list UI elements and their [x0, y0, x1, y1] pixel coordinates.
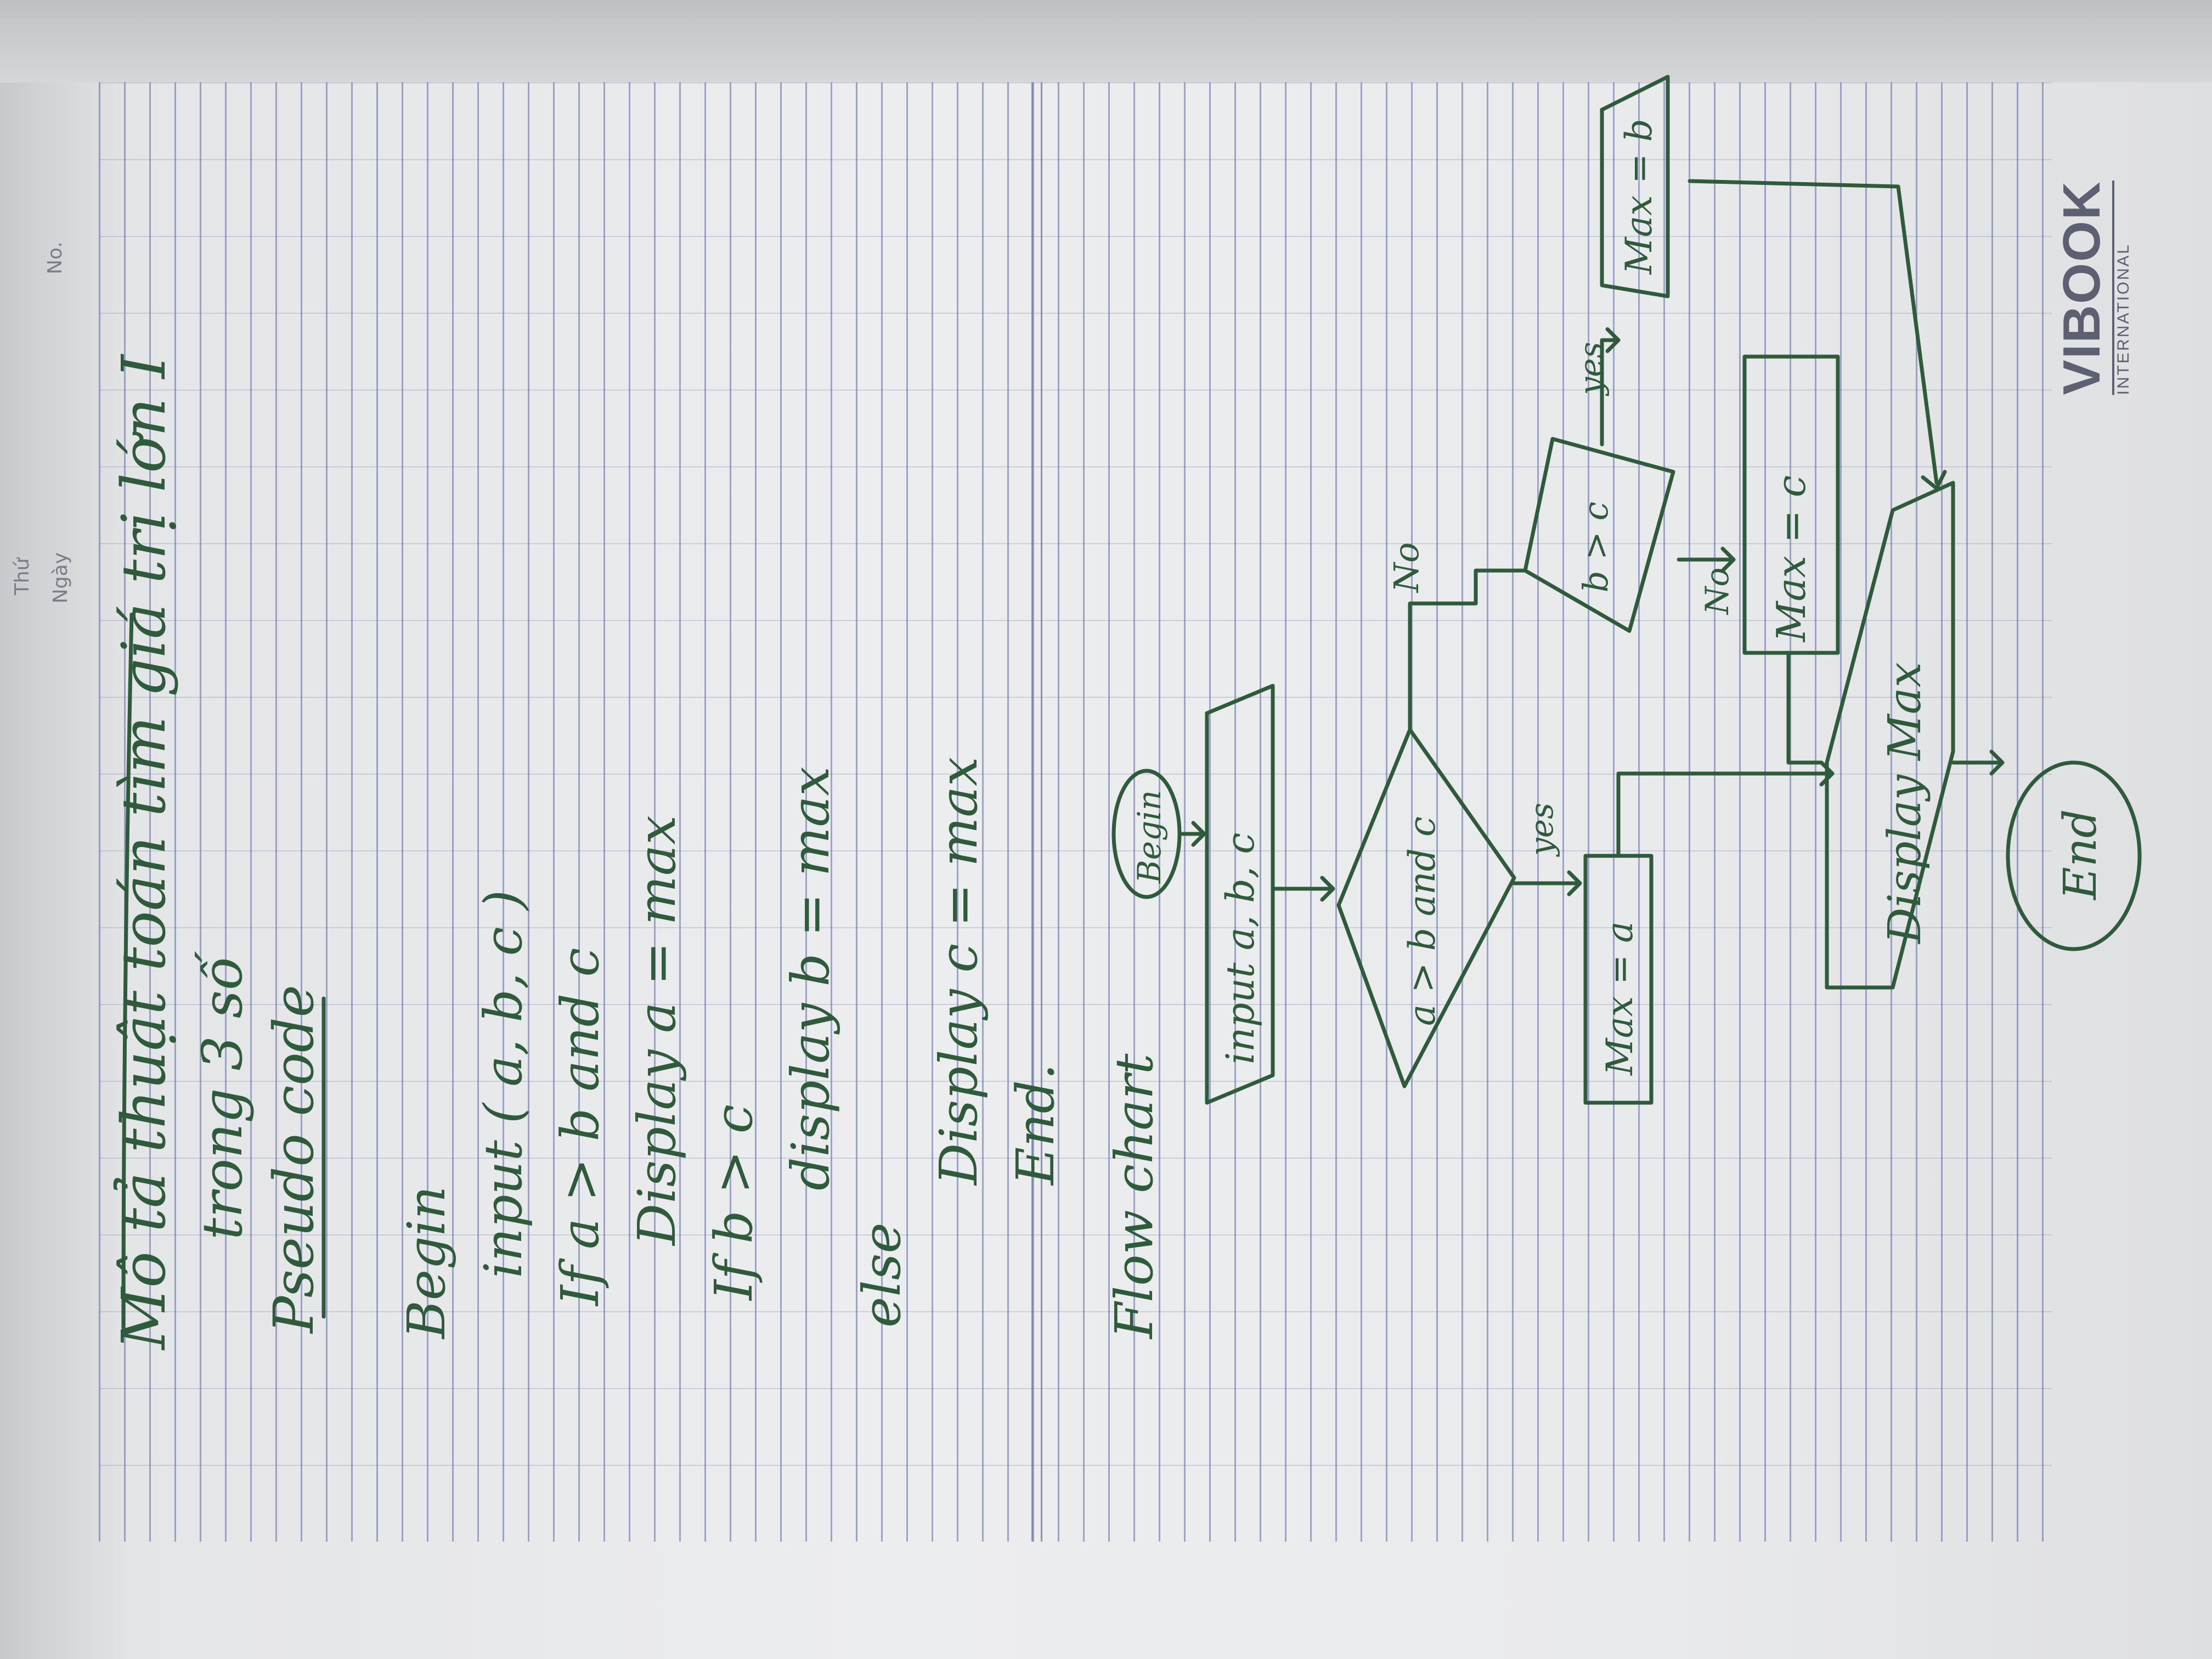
arrow-no-2 [1677, 546, 1736, 573]
max-b-box [1600, 75, 1670, 298]
pseudo-line-begin: Begin [397, 1186, 457, 1340]
title-line-2: trong 3 số [190, 951, 255, 1240]
flow-begin-label: Begin [1131, 790, 1168, 884]
pseudo-line-if-2: If b > c [704, 1104, 764, 1301]
flow-yes2-label: yes [1572, 342, 1610, 397]
input-parallelogram [1205, 684, 1275, 1105]
flow-max-a-label: Max = a [1599, 921, 1641, 1076]
arrow-input-cond1 [1271, 876, 1335, 902]
flow-input-label: input a, b, c [1218, 833, 1263, 1065]
decision-diamond-2 [1523, 437, 1675, 633]
line-max-c-display [1786, 651, 1824, 765]
arrow-display-end [1951, 749, 2005, 776]
page-edge [0, 0, 2212, 82]
flow-no1-label: No [1386, 542, 1426, 594]
flow-cond1-label: a > b and c [1401, 816, 1443, 1026]
arrow-head-yes-2 [1605, 327, 1621, 353]
end-oval [2006, 760, 2142, 951]
flow-heading: Flow chart [1104, 1053, 1165, 1340]
flow-max-c-label: Max = c [1768, 475, 1814, 643]
decision-diamond-1 [1336, 727, 1516, 1088]
ruled-lines [99, 82, 2052, 1542]
margin-line [1031, 82, 1042, 1542]
arrow-yes-1 [1512, 870, 1582, 896]
pseudo-heading: Pseudo code [262, 985, 326, 1334]
pseudo-line-input: input ( a, b, c ) [473, 890, 534, 1278]
title-underline [121, 612, 134, 1330]
pseudo-line-if-1: If a > b and c [550, 947, 611, 1307]
line-max-b-display [1688, 179, 1947, 490]
flow-display-label: Display Max [1879, 662, 1931, 945]
line-no-1 [1408, 568, 1527, 732]
flow-no2-label: No [1699, 567, 1736, 616]
pseudo-line-display-b: display b = max [781, 766, 841, 1190]
flow-end-label: End [2055, 809, 2107, 901]
pseudo-line-display-a: Display a = max [627, 815, 687, 1246]
pseudo-line-display-c: Display c = max [929, 757, 989, 1186]
max-c-box [1742, 354, 1840, 655]
title-line-1: Mô tả thuật toán tìm giá trị lớn I [109, 353, 179, 1351]
display-parallelogram [1825, 481, 1955, 990]
flow-yes1-label: yes [1523, 803, 1560, 857]
line-yes-2 [1600, 338, 1621, 447]
flow-max-b-label: Max = b [1618, 119, 1660, 275]
pseudo-line-end: End. [1006, 1063, 1066, 1186]
pseudo-line-else: else [852, 1222, 912, 1328]
flow-cond2-label: b > c [1576, 501, 1616, 592]
arrow-begin-input [1180, 821, 1206, 847]
begin-oval [1111, 769, 1182, 899]
line-max-a-display [1616, 771, 1835, 858]
